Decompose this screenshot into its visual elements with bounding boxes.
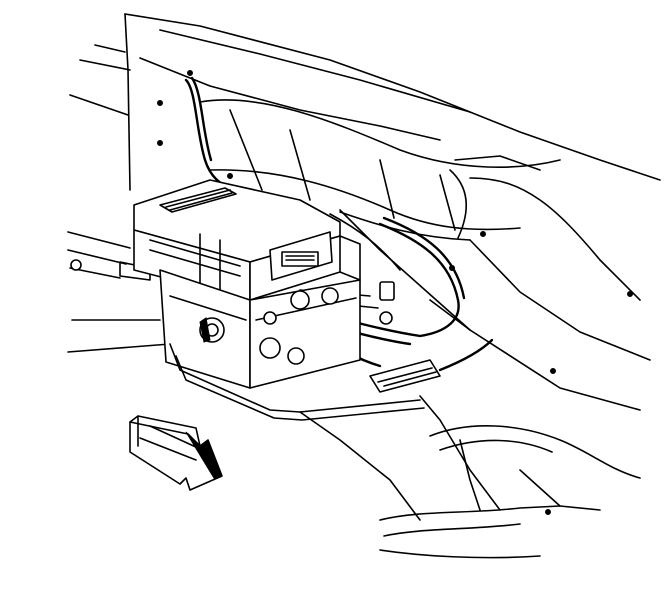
electronic-control-unit xyxy=(133,179,361,301)
frame-rail xyxy=(69,13,661,411)
lower-frame xyxy=(67,231,171,353)
crossmember xyxy=(379,425,641,559)
direction-arrow xyxy=(129,415,223,491)
brake-modulator-assembly xyxy=(159,269,361,389)
